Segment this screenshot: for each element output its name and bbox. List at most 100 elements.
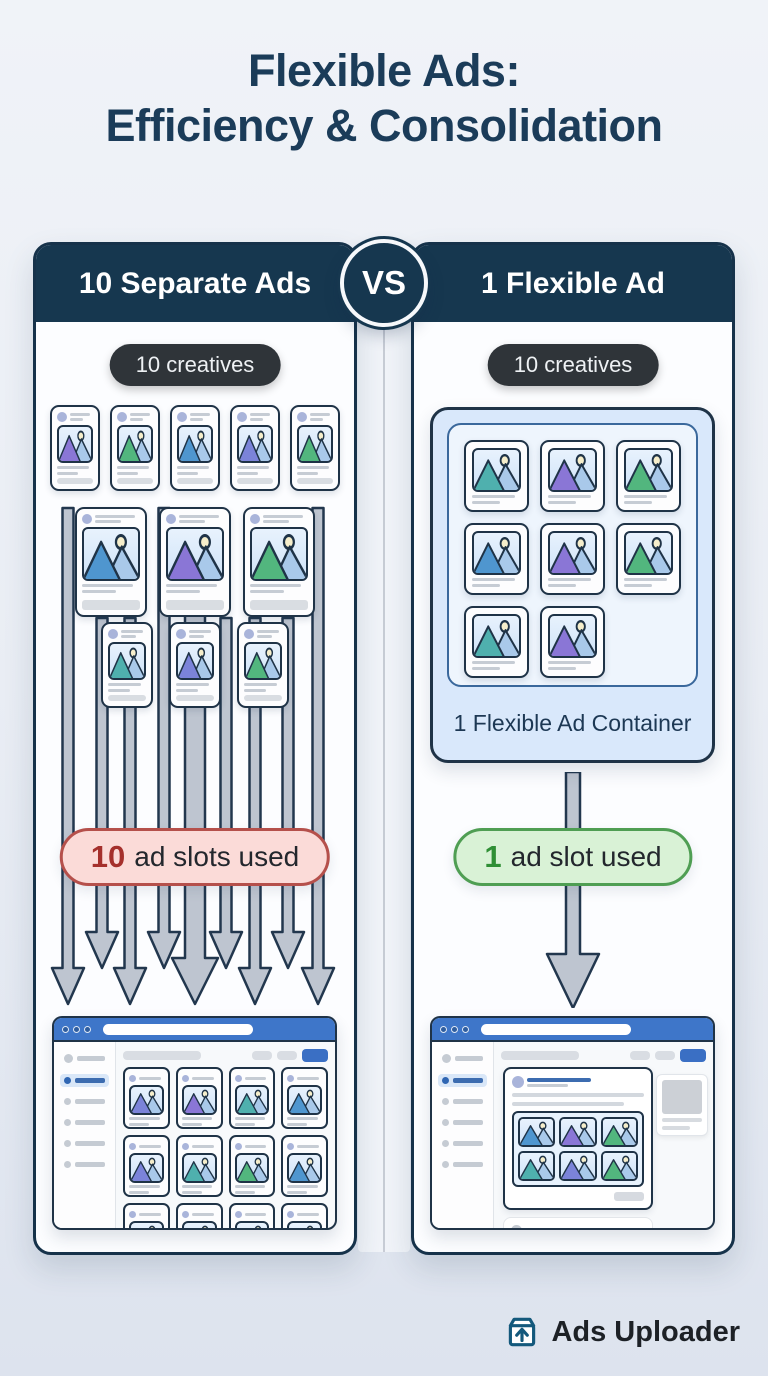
image-tile — [600, 1151, 638, 1181]
ad-slot-used-badge: 1 ad slot used — [453, 828, 693, 886]
ad-card-button — [57, 478, 93, 484]
image-tile — [518, 1117, 556, 1147]
ad-card-text-lines — [472, 578, 521, 587]
creative-thumbnail-image — [287, 1153, 322, 1183]
avatar-icon — [237, 412, 247, 422]
avatar-icon — [176, 629, 186, 639]
ad-card — [540, 606, 605, 678]
sidebar-item — [438, 1137, 487, 1150]
creative-thumbnail-image — [287, 1085, 322, 1115]
ad-card — [101, 622, 153, 708]
creative-thumbnail-image — [287, 1221, 322, 1228]
widget-text-line — [662, 1118, 702, 1122]
sidebar-item — [60, 1137, 109, 1150]
creative-thumbnail-image — [624, 531, 673, 575]
creative-thumbnail-image — [177, 425, 213, 463]
ad-card-text-lines — [624, 495, 673, 504]
menu-dot-icon — [64, 1161, 71, 1168]
avatar-icon — [287, 1074, 295, 1082]
sidebar-item — [60, 1051, 109, 1066]
avatar-icon — [129, 1074, 136, 1082]
browser-main-header — [123, 1049, 328, 1062]
menu-label-line — [75, 1099, 105, 1104]
browser-main-area — [494, 1042, 713, 1228]
window-dot-icon — [84, 1025, 91, 1033]
sidebar-item-active — [60, 1074, 109, 1087]
creative-thumbnail-image — [602, 1119, 636, 1145]
window-dot-icon — [62, 1025, 69, 1033]
creative-thumbnail-image — [520, 1119, 554, 1145]
ad-card-header — [181, 1073, 217, 1083]
image-tile — [559, 1151, 597, 1181]
flexible-ad-image-grid — [512, 1111, 644, 1187]
browser-title-bar — [432, 1018, 713, 1042]
primary-button — [680, 1049, 706, 1062]
ad-card-text-lines — [250, 584, 308, 593]
post-text-line — [527, 1229, 582, 1231]
ad-card — [175, 1067, 223, 1129]
separate-ads-body: 10 creatives 10 ad slots used — [36, 322, 354, 1252]
ad-card — [123, 1135, 170, 1197]
ad-card-header — [297, 412, 333, 422]
creative-thumbnail-image — [234, 1153, 270, 1183]
browser-main-area — [116, 1042, 335, 1228]
image-tile — [559, 1117, 597, 1147]
ad-card — [110, 405, 160, 491]
side-widget-card — [656, 1074, 708, 1136]
browser-mockup-single-ad — [430, 1016, 715, 1230]
creative-thumbnail-image — [561, 1119, 595, 1145]
ad-card-text-lines — [181, 1185, 217, 1194]
menu-label-line — [77, 1056, 105, 1061]
ad-card — [464, 523, 529, 595]
avatar-icon — [250, 514, 260, 524]
window-dot-icon — [462, 1025, 469, 1033]
window-dot-icon — [73, 1025, 80, 1033]
ad-card-header — [287, 1141, 322, 1151]
creative-thumbnail-image — [129, 1221, 164, 1228]
creative-thumbnail-image — [129, 1153, 164, 1183]
avatar-icon — [117, 412, 127, 422]
creative-thumbnail-image — [561, 1153, 595, 1179]
ad-card — [75, 507, 147, 617]
widget-image-placeholder — [662, 1080, 702, 1114]
browser-sidebar — [54, 1042, 116, 1228]
post-footer — [512, 1192, 644, 1201]
ad-card-header — [57, 412, 93, 422]
creative-thumbnail-image — [548, 531, 597, 575]
ad-card — [616, 440, 681, 512]
sidebar-item — [438, 1158, 487, 1171]
ad-card — [237, 622, 289, 708]
flexible-ad-panel: 1 Flexible Ad 10 creatives 1 Flexible Ad… — [411, 242, 735, 1255]
flexible-ad-header-label: 1 Flexible Ad — [481, 266, 665, 300]
flexible-ad-container: 1 Flexible Ad Container — [430, 407, 715, 763]
avatar-icon — [57, 412, 67, 422]
creative-thumbnail-image — [250, 527, 308, 581]
ad-card — [464, 606, 529, 678]
menu-label-line — [75, 1078, 105, 1083]
creative-thumbnail-image — [548, 614, 597, 658]
ad-card-text-lines — [297, 466, 333, 475]
ad-card-header — [108, 629, 146, 639]
creative-thumbnail-image — [234, 1085, 270, 1115]
sidebar-item — [438, 1051, 487, 1066]
ad-card-header — [82, 514, 140, 524]
menu-label-line — [75, 1141, 105, 1146]
ad-card-text-lines — [234, 1185, 270, 1194]
creative-thumbnail-image — [602, 1153, 636, 1179]
flexible-ad-container-label: 1 Flexible Ad Container — [453, 710, 692, 736]
ad-card-text-lines — [129, 1185, 164, 1194]
sidebar-item — [60, 1095, 109, 1108]
ad-slots-label: ad slots used — [134, 841, 300, 872]
menu-dot-icon — [442, 1077, 449, 1084]
feed-post-with-flexible-ad — [503, 1067, 653, 1210]
avatar-icon — [181, 1210, 189, 1218]
browser-sidebar — [432, 1042, 494, 1228]
image-tile — [600, 1117, 638, 1147]
creative-thumbnail-image — [108, 642, 146, 680]
creative-thumbnail-image — [181, 1085, 217, 1115]
image-tile — [518, 1151, 556, 1181]
header-bar — [501, 1051, 579, 1060]
separate-ads-header: 10 Separate Ads — [36, 245, 354, 322]
ad-card-text-lines — [244, 683, 282, 692]
ad-card-header — [181, 1209, 217, 1219]
